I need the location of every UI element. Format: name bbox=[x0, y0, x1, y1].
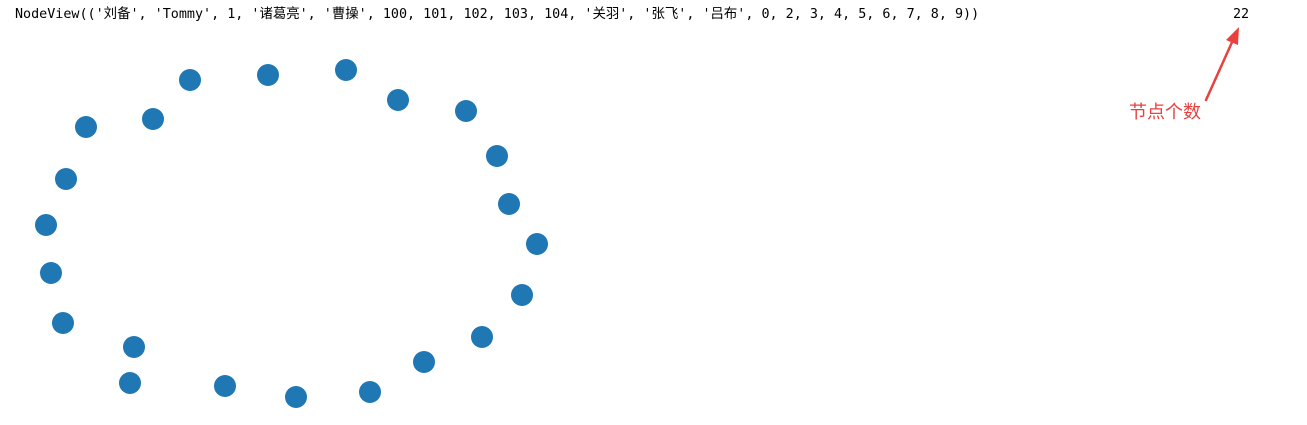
graph-node bbox=[359, 381, 381, 403]
graph-node bbox=[455, 100, 477, 122]
node-count-output: 22 bbox=[1233, 7, 1250, 22]
annotation-arrow-icon bbox=[1204, 27, 1239, 102]
node-count-annotation: 节点个数 bbox=[1129, 102, 1201, 123]
graph-node bbox=[75, 116, 97, 138]
graph-node bbox=[119, 372, 141, 394]
graph-node bbox=[387, 89, 409, 111]
graph-node bbox=[413, 351, 435, 373]
graph-node bbox=[35, 214, 57, 236]
graph-node bbox=[511, 284, 533, 306]
graph-node bbox=[179, 69, 201, 91]
graph-node bbox=[486, 145, 508, 167]
graph-node bbox=[498, 193, 520, 215]
nodeview-output-text: NodeView(('刘备', 'Tommy', 1, '诸葛亮', '曹操',… bbox=[15, 7, 980, 22]
graph-node bbox=[142, 108, 164, 130]
graph-node bbox=[257, 64, 279, 86]
graph-node bbox=[55, 168, 77, 190]
graph-node bbox=[285, 386, 307, 408]
graph-node bbox=[123, 336, 145, 358]
graph-node bbox=[214, 375, 236, 397]
graph-nodes bbox=[35, 59, 548, 408]
graph-node bbox=[52, 312, 74, 334]
graph-node bbox=[40, 262, 62, 284]
graph-node bbox=[526, 233, 548, 255]
graph-node bbox=[335, 59, 357, 81]
graph-node bbox=[471, 326, 493, 348]
